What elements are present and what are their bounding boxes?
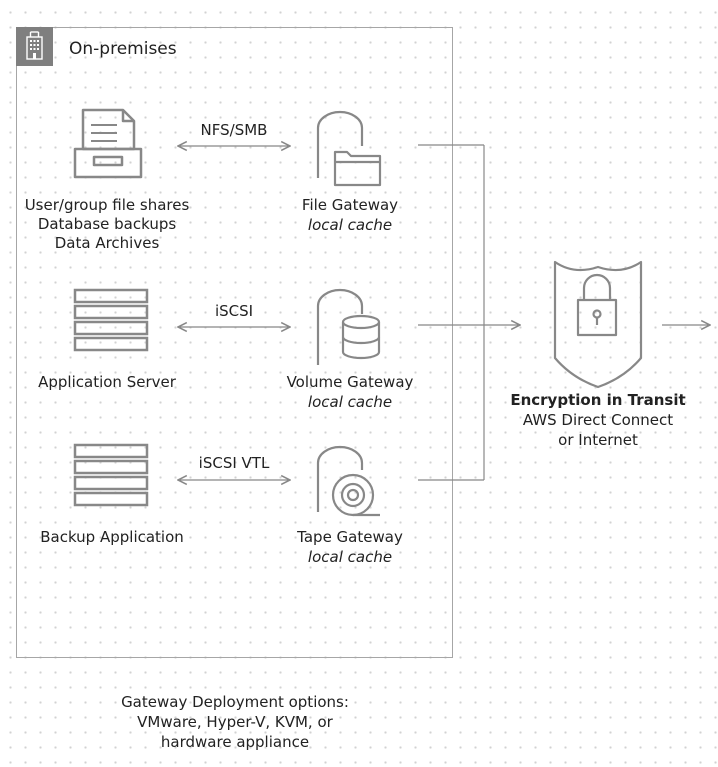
- source-label: Backup Application: [40, 528, 184, 546]
- protocol-label: NFS/SMB: [200, 121, 268, 139]
- transit-line: AWS Direct Connect: [522, 411, 674, 429]
- protocol-label: iSCSI: [214, 302, 254, 320]
- gateway-cache: local cache: [307, 393, 393, 411]
- source-label: Application Server: [38, 373, 176, 391]
- shield-lock-icon: [553, 260, 643, 389]
- deployment-line: hardware appliance: [160, 733, 310, 751]
- building-icon: [16, 27, 53, 66]
- gateway-name: Volume Gateway: [286, 373, 414, 391]
- transit-line: or Internet: [558, 431, 638, 449]
- tape-icon: [316, 445, 380, 517]
- server-icon: [73, 288, 149, 352]
- gateway-name: File Gateway: [301, 196, 399, 214]
- gateway-connector: [418, 144, 520, 481]
- server-icon: [73, 443, 149, 507]
- gateway-cache: local cache: [307, 216, 393, 234]
- gateway-cache: local cache: [307, 548, 393, 566]
- deployment-line: Gateway Deployment options:: [121, 693, 349, 711]
- on-premises-region: [16, 27, 453, 658]
- source-label: User/group file shares Database backups …: [24, 196, 190, 252]
- region-title: On-premises: [69, 39, 177, 59]
- folder-icon: [316, 110, 382, 187]
- gateway-name: Tape Gateway: [297, 528, 403, 546]
- deployment-line: VMware, Hyper-V, KVM, or: [137, 713, 333, 731]
- protocol-label: iSCSI VTL: [198, 454, 270, 472]
- database-icon: [316, 288, 381, 365]
- file-cabinet-icon: [73, 108, 143, 179]
- transit-title: Encryption in Transit: [510, 391, 686, 409]
